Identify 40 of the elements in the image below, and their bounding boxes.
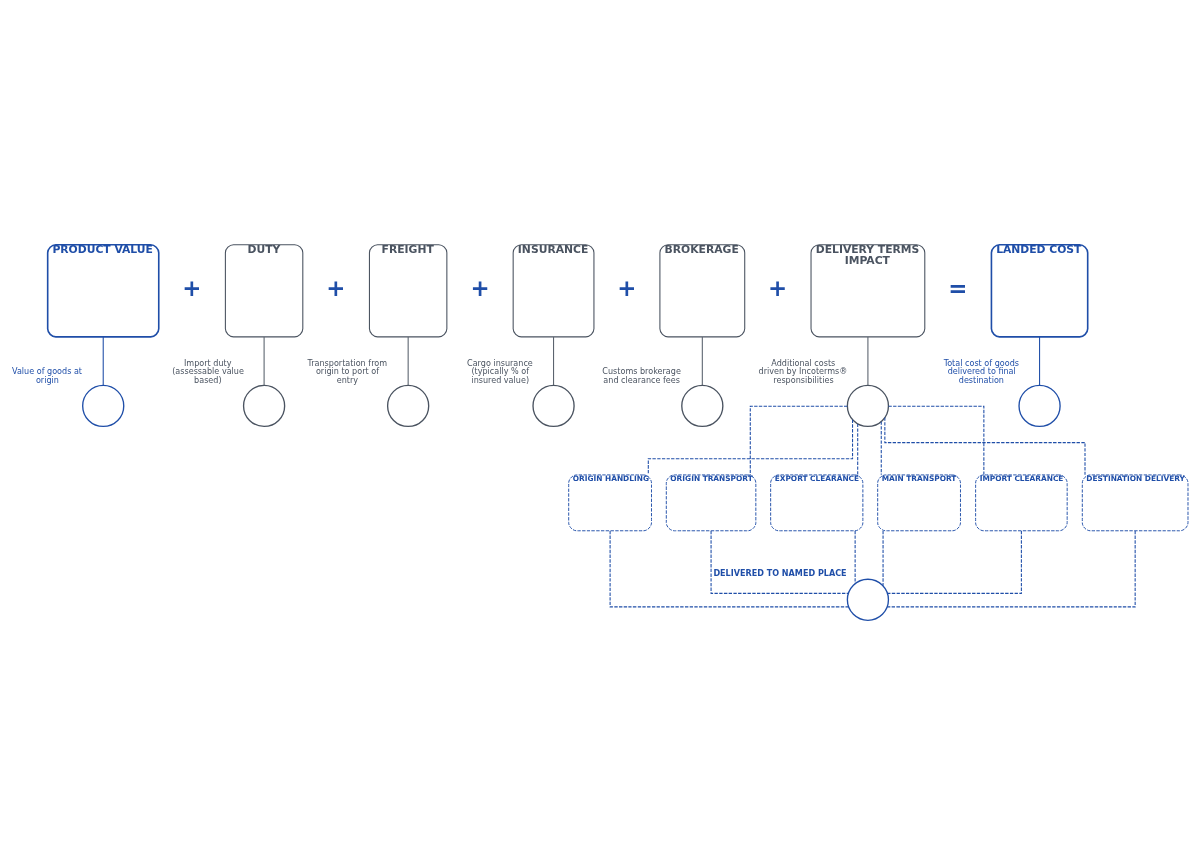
- node-box: INSURANCE: [512, 243, 595, 337]
- label: +: [767, 274, 788, 301]
- node-box: PRODUCT VALUE: [46, 243, 160, 338]
- node-box: LANDED COST: [990, 243, 1089, 338]
- connector: [407, 335, 409, 386]
- connector: [882, 529, 884, 586]
- label: =: [948, 274, 968, 301]
- connector: [854, 529, 856, 584]
- connector: [647, 418, 854, 475]
- connector: [880, 420, 882, 475]
- connector: [710, 529, 849, 594]
- connector: [887, 529, 1022, 594]
- connector: [886, 529, 1136, 607]
- connector: [884, 416, 1086, 475]
- connector: [857, 422, 859, 475]
- node-box: FREIGHT: [368, 243, 448, 337]
- connector: [749, 405, 848, 475]
- connector: [263, 335, 265, 386]
- connector: [102, 335, 104, 386]
- node-circle: [242, 384, 286, 427]
- node-circle: [846, 384, 890, 427]
- node-circle: [1018, 384, 1061, 427]
- node-circle: [681, 384, 724, 427]
- connector: [609, 529, 850, 607]
- connector: [1039, 335, 1041, 386]
- label: +: [182, 274, 202, 301]
- label: +: [470, 274, 490, 301]
- connector: [553, 335, 555, 386]
- label: +: [617, 274, 637, 301]
- label: +: [326, 274, 346, 301]
- node-circle: [846, 578, 890, 621]
- node-box: DELIVERY TERMS IMPACT: [810, 243, 926, 337]
- connector: [867, 335, 869, 386]
- node-box: DUTY: [224, 243, 304, 337]
- connector: [888, 405, 985, 475]
- node-circle: [532, 384, 575, 427]
- node-circle: [386, 384, 430, 427]
- node-circle: [82, 384, 125, 427]
- connector: [701, 335, 703, 386]
- node-box: BROKERAGE: [659, 243, 746, 337]
